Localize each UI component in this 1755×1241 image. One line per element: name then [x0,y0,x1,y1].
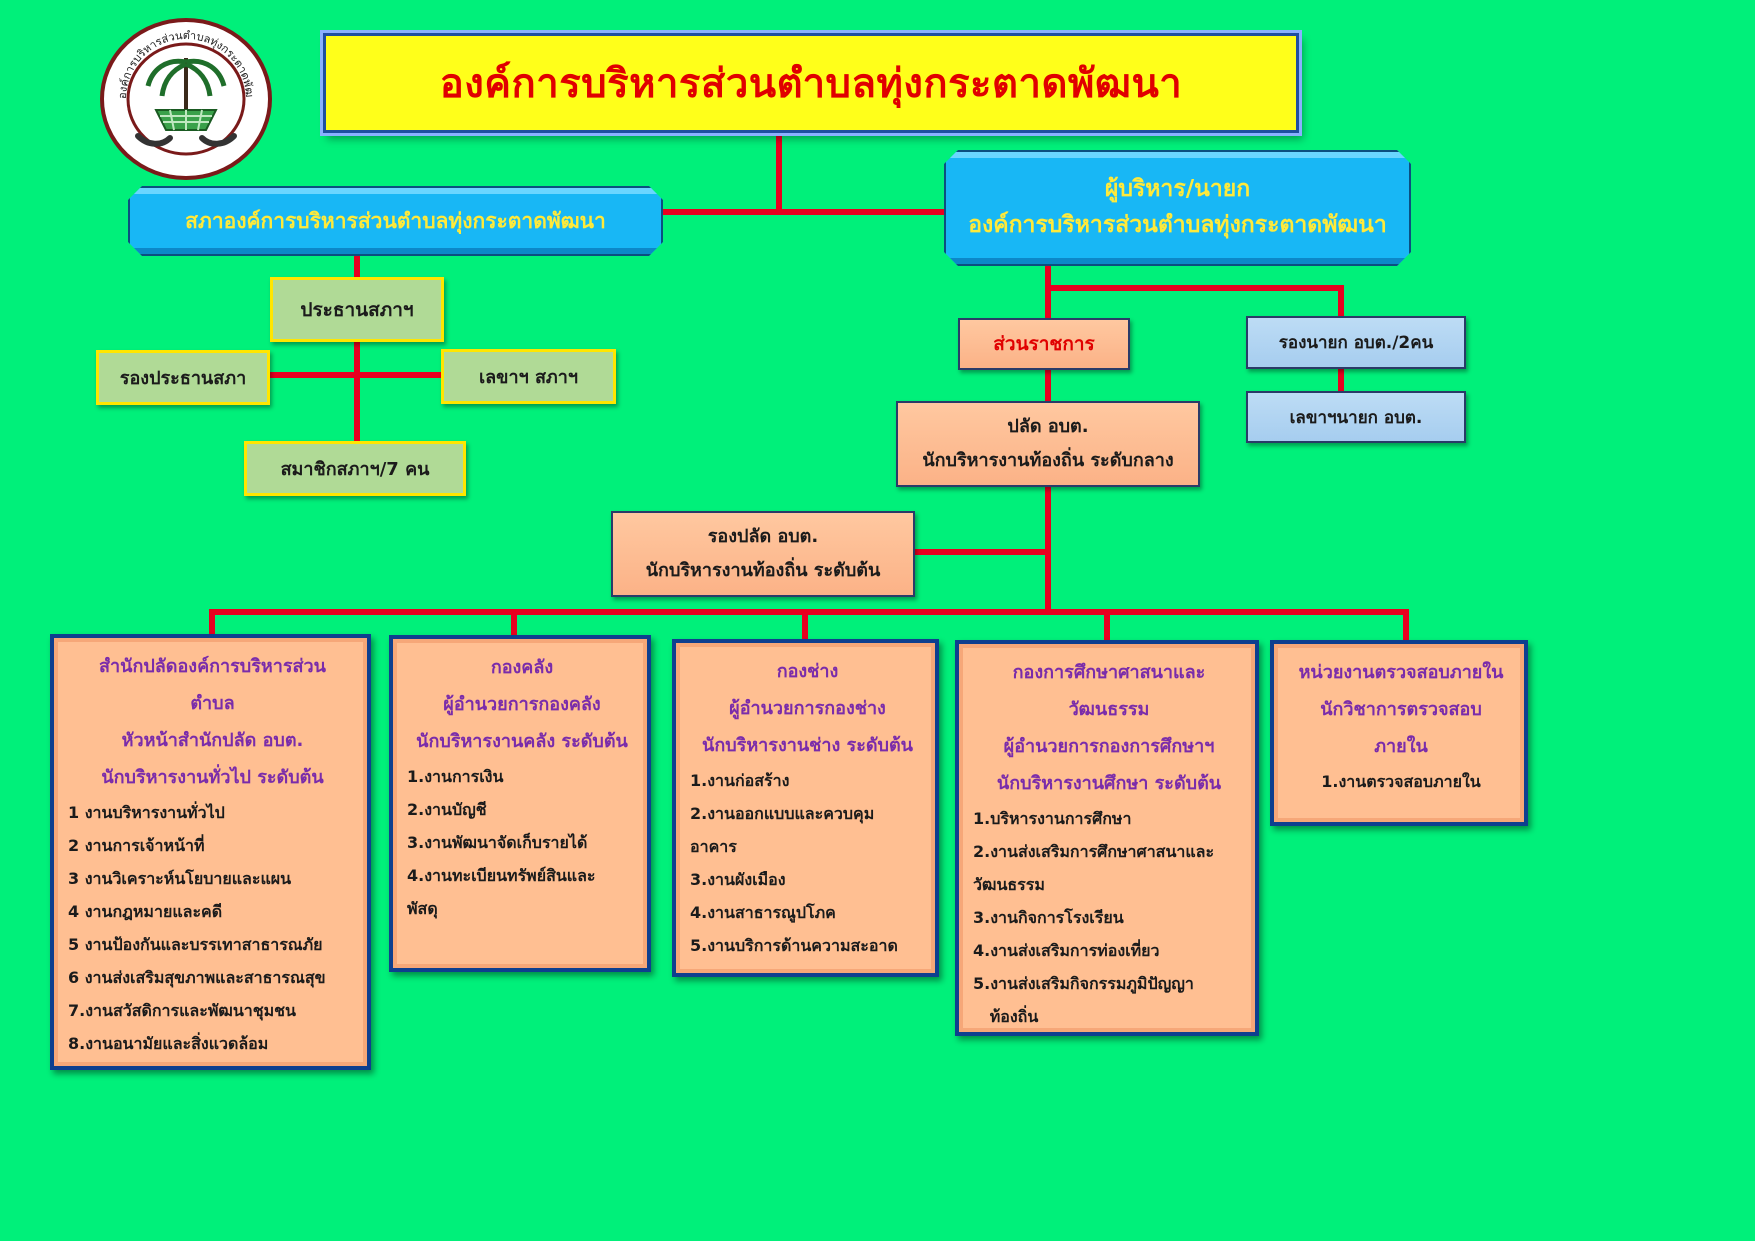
department-task: 5 งานป้องกันและบรรเทาสาธารณภัย [68,935,323,954]
department-task-list: 1.งานก่อสร้าง 2.งานออกแบบและควบคุม อาคาร… [690,764,925,962]
department-heading-line: นักบริหารงานคลัง ระดับต้น [416,731,628,752]
department-heading-line: ภายใน [1374,736,1428,757]
department-box-engineering: กองช่าง ผู้อำนวยการกองช่าง นักบริหารงานช… [672,639,939,977]
deputy-clerk-position: นักบริหารงานท้องถิ่น ระดับต้น [645,560,881,581]
department-task: 1.งานก่อสร้าง [690,771,790,790]
department-task: 1.บริหารงานการศึกษา [973,809,1132,828]
executive-title: ผู้บริหาร/นายก [1104,176,1251,203]
department-task: 2.งานส่งเสริมการศึกษาศาสนาและ [973,842,1215,861]
title-banner: องค์การบริหารส่วนตำบลทุ่งกระตาดพัฒนา [323,33,1299,133]
department-heading: กองช่าง ผู้อำนวยการกองช่าง นักบริหารงานช… [690,653,925,764]
council-chair-label: ประธานสภาฯ [300,298,414,321]
admin-section-label: ส่วนราชการ [993,332,1095,355]
clerk-title: ปลัด อบต. [1007,415,1089,437]
department-task-list: 1.งานตรวจสอบภายใน [1288,765,1514,798]
department-heading-line: ผู้อำนวยการกองการศึกษาฯ [1003,736,1215,757]
department-heading-line: สำนักปลัดองค์การบริหารส่วน [99,656,326,677]
department-task: 1 งานบริหารงานทั่วไป [68,803,225,822]
department-task: 3.งานผังเมือง [690,870,786,889]
council-members-box: สมาชิกสภาฯ/7 คน [244,441,466,496]
department-heading-line: ตำบล [190,693,235,714]
clerk-box: ปลัด อบต. นักบริหารงานท้องถิ่น ระดับกลาง [896,401,1200,487]
executive-banner: ผู้บริหาร/นายก องค์การบริหารส่วนตำบลทุ่ง… [944,150,1411,266]
department-task: 3 งานวิเคราะห์นโยบายและแผน [68,869,292,888]
department-task: ท้องถิ่น [973,1007,1039,1026]
seal-emblem-icon: องค์การบริหารส่วนตำบลทุ่งกระตาดพัฒนา อำเ… [100,18,272,180]
department-task: 2.งานออกแบบและควบคุม [690,804,875,823]
department-task: 2.งานบัญชี [407,800,487,819]
council-secretary-label: เลขาฯ สภาฯ [478,367,579,388]
executive-org: องค์การบริหารส่วนตำบลทุ่งกระตาดพัฒนา [968,212,1387,238]
council-secretary-box: เลขาฯ สภาฯ [441,349,616,404]
department-task: 2 งานการเจ้าหน้าที่ [68,836,205,855]
department-heading: กองคลัง ผู้อำนวยการกองคลัง นักบริหารงานค… [407,649,637,760]
council-name: สภาองค์การบริหารส่วนตำบลทุ่งกระตาดพัฒนา [185,208,606,233]
department-heading-line: กองคลัง [490,657,554,678]
department-task: 4 งานกฎหมายและคดี [68,902,223,921]
department-heading-line: วัฒนธรรม [1068,699,1150,720]
mayor-secretary-box: เลขาฯนายก อบต. [1246,391,1466,443]
department-heading-line: นักบริหารงานทั่วไป ระดับต้น [101,767,324,788]
department-task: 1.งานการเงิน [407,767,504,786]
department-heading-line: นักวิชาการตรวจสอบ [1320,699,1482,720]
department-heading-line: กองช่าง [776,661,839,682]
department-task-list: 1.บริหารงานการศึกษา 2.งานส่งเสริมการศึกษ… [973,802,1245,1033]
department-task: 1.งานตรวจสอบภายใน [1321,772,1481,791]
deputy-clerk-box: รองปลัด อบต. นักบริหารงานท้องถิ่น ระดับต… [611,511,915,597]
council-members-label: สมาชิกสภาฯ/7 คน [280,459,430,480]
department-heading-line: นักบริหารงานศึกษา ระดับต้น [996,773,1222,794]
department-task-list: 1 งานบริหารงานทั่วไป 2 งานการเจ้าหน้าที่… [68,796,357,1060]
council-chair-box: ประธานสภาฯ [270,277,444,342]
department-task: 4.งานทะเบียนทรัพย์สินและ [407,866,596,885]
council-vice-chair-label: รองประธานสภา [119,368,247,389]
department-box-internal-audit: หน่วยงานตรวจสอบภายใน นักวิชาการตรวจสอบ ภ… [1270,640,1528,826]
page-title: องค์การบริหารส่วนตำบลทุ่งกระตาดพัฒนา [439,61,1183,107]
department-heading-line: หัวหน้าสำนักปลัด อบต. [121,730,304,751]
admin-section-box: ส่วนราชการ [958,318,1130,370]
department-task: 5.งานส่งเสริมกิจกรรมภูมิปัญญา [973,974,1194,993]
department-heading: หน่วยงานตรวจสอบภายใน นักวิชาการตรวจสอบ ภ… [1288,654,1514,765]
mayor-secretary-label: เลขาฯนายก อบต. [1289,407,1423,428]
department-task-list: 1.งานการเงิน 2.งานบัญชี 3.งานพัฒนาจัดเก็… [407,760,637,925]
department-box-finance: กองคลัง ผู้อำนวยการกองคลัง นักบริหารงานค… [389,635,651,972]
department-task: 5.งานบริการด้านความสะอาด [690,936,898,955]
department-heading-line: ผู้อำนวยการกองคลัง [443,694,601,715]
department-task: วัฒนธรรม [973,875,1045,894]
department-box-education: กองการศึกษาศาสนาและ วัฒนธรรม ผู้อำนวยการ… [955,640,1259,1036]
department-task: พัสดุ [407,899,438,918]
deputy-mayor-box: รองนายก อบต./2คน [1246,316,1466,369]
department-task: 3.งานกิจการโรงเรียน [973,908,1124,927]
department-task: 6 งานส่งเสริมสุขภาพและสาธารณสุข [68,968,326,987]
deputy-mayor-label: รองนายก อบต./2คน [1278,333,1434,353]
department-box-office-of-clerk: สำนักปลัดองค์การบริหารส่วน ตำบล หัวหน้าส… [50,634,371,1070]
department-task: 4.งานสาธารณูปโภค [690,903,836,922]
connector-lines [209,130,1409,643]
department-task: 8.งานอนามัยและสิ่งแวดล้อม [68,1034,269,1053]
department-heading: สำนักปลัดองค์การบริหารส่วน ตำบล หัวหน้าส… [68,648,357,796]
department-task: 4.งานส่งเสริมการท่องเที่ยว [973,941,1160,960]
clerk-position: นักบริหารงานท้องถิ่น ระดับกลาง [922,450,1174,471]
council-banner: สภาองค์การบริหารส่วนตำบลทุ่งกระตาดพัฒนา [128,186,663,256]
department-task: อาคาร [690,837,737,856]
department-heading-line: กองการศึกษาศาสนาและ [1012,662,1206,683]
deputy-clerk-title: รองปลัด อบต. [707,525,819,547]
department-heading: กองการศึกษาศาสนาและ วัฒนธรรม ผู้อำนวยการ… [973,654,1245,802]
department-heading-line: ผู้อำนวยการกองช่าง [729,698,886,719]
department-task: 3.งานพัฒนาจัดเก็บรายได้ [407,833,588,852]
council-vice-chair-box: รองประธานสภา [96,350,270,405]
department-heading-line: นักบริหารงานช่าง ระดับต้น [702,735,913,756]
department-heading-line: หน่วยงานตรวจสอบภายใน [1298,662,1504,683]
department-task: 7.งานสวัสดิการและพัฒนาชุมชน [68,1001,296,1020]
